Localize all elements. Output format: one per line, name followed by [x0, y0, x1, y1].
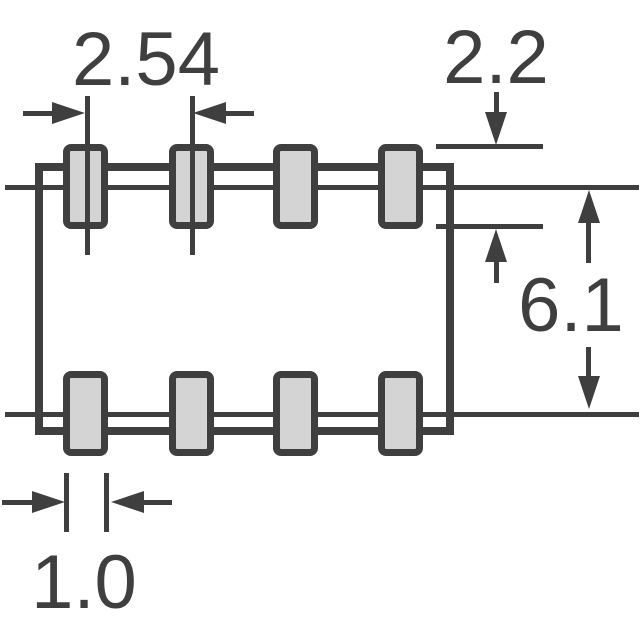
pad-width-dimension-label: 1.0: [31, 540, 137, 625]
pad-top-3: [273, 144, 318, 229]
arrowhead-left-icon: [193, 102, 226, 124]
pad-bottom-1: [63, 371, 108, 456]
pad-bottom-3: [273, 371, 318, 456]
pad-top-4: [378, 144, 423, 229]
component-body-outline: [35, 163, 454, 435]
arrowhead-right-icon: [32, 491, 65, 513]
row-spacing-arrow-up-shaft: [586, 221, 591, 263]
pad-width-extension-line-right: [104, 473, 109, 532]
arrowhead-up-icon: [578, 190, 600, 223]
pad-height-dim-line-bottom: [436, 224, 543, 229]
pad-bottom-4: [378, 371, 423, 456]
pad-width-arrow-right-shaft: [144, 500, 172, 505]
arrowhead-right-icon: [52, 102, 85, 124]
arrowhead-left-icon: [111, 491, 144, 513]
pad-width-arrow-left-shaft: [2, 500, 32, 505]
pitch-dimension-label: 2.54: [72, 17, 220, 102]
pitch-extension-line-right: [190, 96, 195, 255]
pitch-arrow-left-shaft: [23, 111, 53, 116]
row-spacing-arrow-down-shaft: [586, 347, 591, 378]
pad-height-arrow-down-shaft: [494, 92, 499, 116]
pitch-arrow-right-shaft: [226, 111, 254, 116]
row-spacing-dimension-label: 6.1: [518, 263, 624, 348]
pad-width-extension-line-left: [64, 473, 69, 532]
pad-height-arrow-up-shaft: [494, 260, 499, 283]
arrowhead-up-icon: [485, 229, 507, 262]
arrowhead-down-icon: [485, 112, 507, 145]
pad-bottom-2: [169, 371, 214, 456]
pad-height-dim-line-top: [436, 144, 543, 149]
top-row-centerline: [5, 185, 639, 190]
arrowhead-down-icon: [578, 376, 600, 409]
bottom-row-centerline: [5, 412, 639, 417]
pitch-extension-line-left: [85, 96, 90, 255]
pad-height-dimension-label: 2.2: [443, 15, 549, 100]
